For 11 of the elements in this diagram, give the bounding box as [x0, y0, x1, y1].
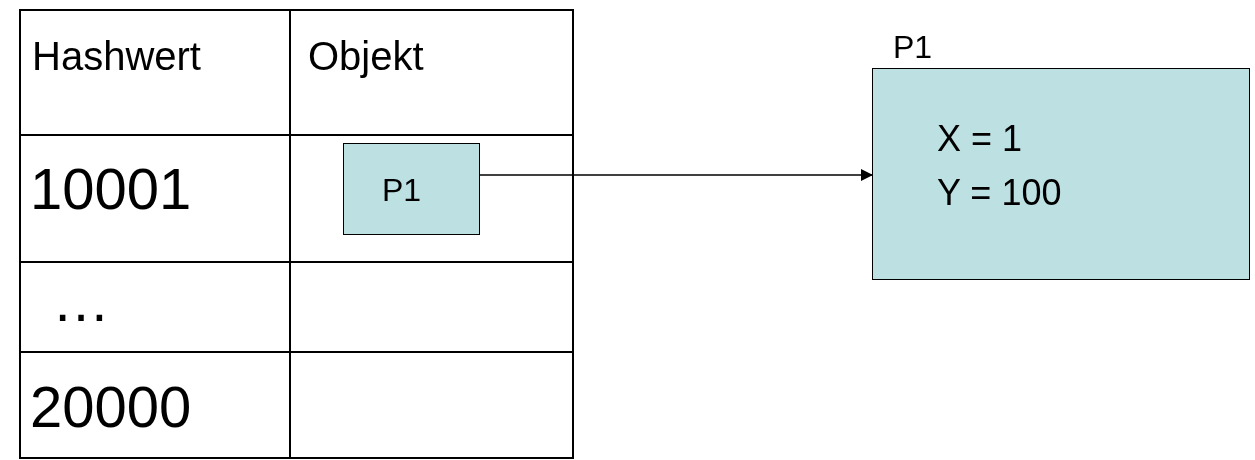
table-cell-text: 20000 [30, 378, 192, 436]
arrow [479, 169, 873, 181]
table-cell-text: Objekt [308, 36, 424, 76]
object-text: Y = 100 [937, 175, 1062, 211]
object-text: X = 1 [937, 121, 1023, 157]
table-cell-text: … [52, 272, 110, 330]
table-cell-text: Hashwert [32, 36, 201, 76]
object-box [343, 143, 480, 235]
table-cell-text: 10001 [30, 160, 192, 218]
object-name: P1 [893, 31, 933, 63]
object-text: P1 [382, 174, 422, 206]
